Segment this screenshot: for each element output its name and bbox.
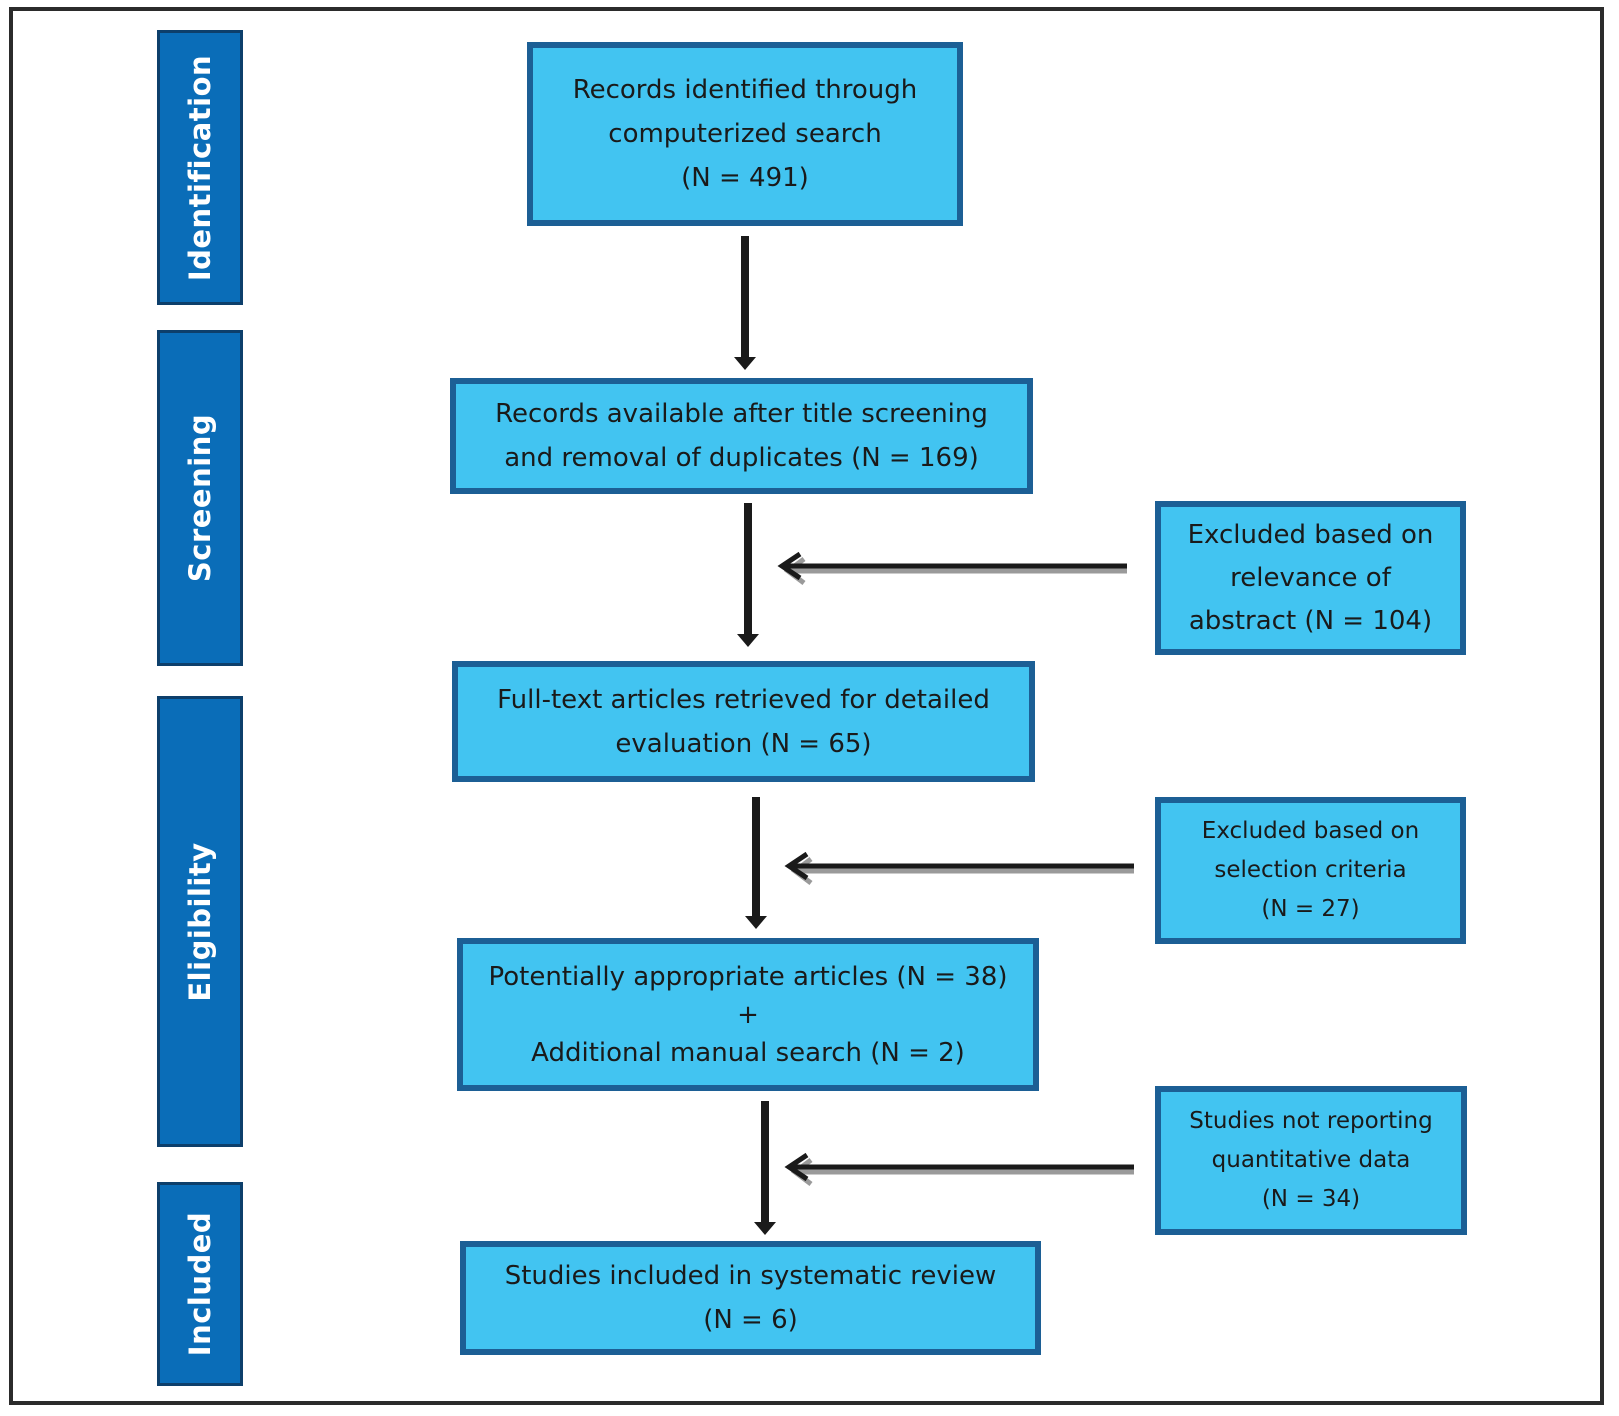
stage-included: Included (157, 1182, 243, 1386)
not-quantitative-box: Studies not reporting quantitative data … (1155, 1086, 1467, 1235)
stage-eligibility: Eligibility (157, 696, 243, 1147)
arrow-identified-to-screening (734, 236, 756, 370)
excluded-abstract-box: Excluded based on relevance of abstract … (1155, 501, 1466, 655)
records-identified-box: Records identified through computerized … (527, 42, 963, 226)
arrow-not-quantitative (784, 1152, 1134, 1186)
potentially-appropriate-box: Potentially appropriate articles (N = 38… (457, 938, 1039, 1091)
full-text-articles-text: Full-text articles retrieved for detaile… (497, 684, 990, 759)
records-identified-text: Records identified through computerized … (572, 75, 918, 193)
records-after-screening-text: Records available after title screening … (495, 399, 988, 473)
studies-included-box: Studies included in systematic review (N… (460, 1241, 1041, 1355)
diagram-frame (9, 7, 1604, 1405)
excluded-abstract-text: Excluded based on relevance of abstract … (1187, 519, 1434, 636)
full-text-articles-box: Full-text articles retrieved for detaile… (452, 661, 1035, 782)
arrow-potential-to-included (754, 1101, 776, 1235)
stage-screening: Screening (157, 330, 243, 666)
studies-included-text: Studies included in systematic review (N… (504, 1261, 997, 1335)
arrow-excluded-abstract (777, 551, 1127, 585)
arrow-fulltext-to-potential (745, 797, 767, 929)
potentially-appropriate-text: Potentially appropriate articles (N = 38… (488, 961, 1008, 1068)
records-after-screening-box: Records available after title screening … (450, 378, 1033, 494)
arrow-excluded-selection (784, 851, 1134, 885)
not-quantitative-text: Studies not reporting quantitative data … (1189, 1108, 1433, 1212)
excluded-selection-text: Excluded based on selection criteria (N … (1201, 818, 1420, 922)
excluded-selection-box: Excluded based on selection criteria (N … (1155, 797, 1466, 944)
arrow-screening-to-fulltext (737, 503, 759, 647)
stage-identification: Identification (157, 30, 243, 305)
